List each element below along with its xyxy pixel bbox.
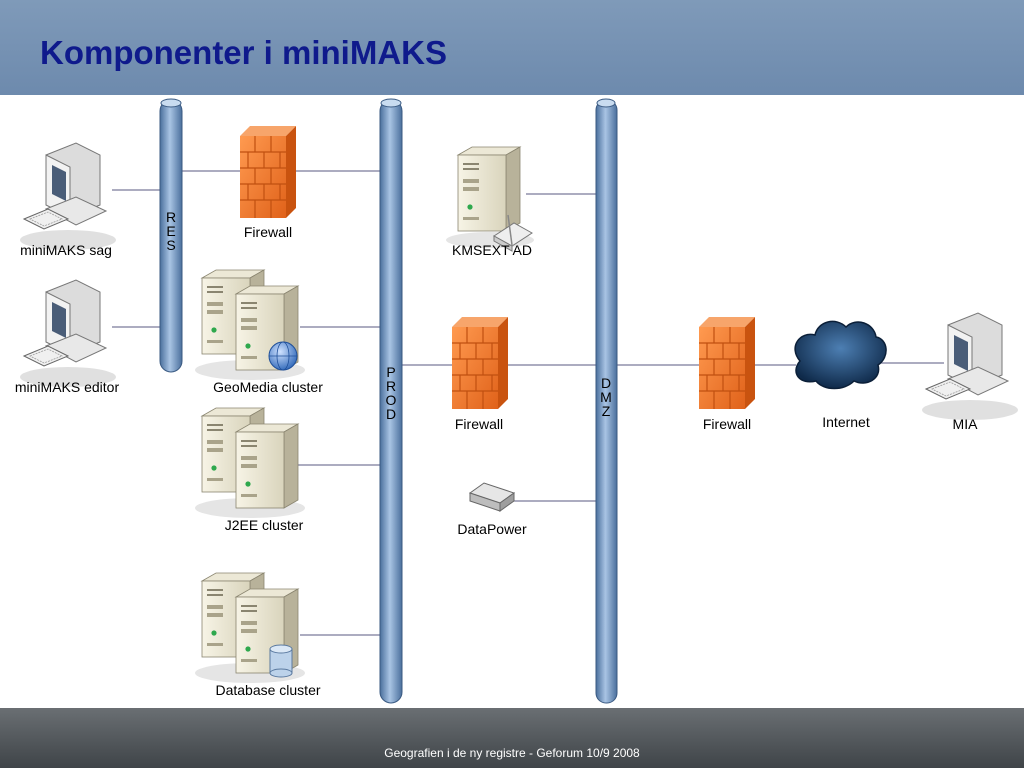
firewall-icon xyxy=(698,316,756,410)
bus-label-res: R E S xyxy=(165,209,177,253)
computer-icon xyxy=(921,312,1019,421)
label-firewall-dmz: Firewall xyxy=(702,416,752,432)
firewall-icon xyxy=(451,316,509,410)
cloud-icon xyxy=(794,320,887,390)
network-diagram xyxy=(19,98,1019,704)
footer-text: Geografien i de ny registre - Geforum 10… xyxy=(384,746,640,760)
bus-label-prod: P R O D xyxy=(385,364,397,422)
label-internet: Internet xyxy=(822,414,870,430)
computer-icon xyxy=(19,142,117,251)
label-j2ee-cluster: J2EE cluster xyxy=(224,517,304,533)
firewall-icon xyxy=(239,125,297,219)
label-firewall-res: Firewall xyxy=(243,224,293,240)
bus-dmz xyxy=(595,98,618,704)
label-firewall-prod: Firewall xyxy=(454,416,504,432)
connector-lines xyxy=(112,170,944,636)
slide-footer: Geografien i de ny registre - Geforum 10… xyxy=(0,708,1024,768)
label-minimaks-editor: miniMAKS editor xyxy=(14,379,120,395)
network-device-icon xyxy=(468,482,516,512)
bus-res xyxy=(159,98,183,373)
server-cluster-icon xyxy=(195,408,305,518)
slide-title: Komponenter i miniMAKS xyxy=(40,34,448,71)
server-icon xyxy=(446,146,534,252)
server-cluster-icon xyxy=(195,270,305,380)
database-cluster-icon xyxy=(195,573,305,683)
label-minimaks-sag: miniMAKS sag xyxy=(20,242,112,258)
bus-prod xyxy=(379,98,403,704)
label-geomedia-cluster: GeoMedia cluster xyxy=(213,379,323,395)
computer-icon xyxy=(19,279,117,388)
slide-header xyxy=(0,0,1024,95)
label-datapower: DataPower xyxy=(457,521,527,537)
bus-label-dmz: D M Z xyxy=(600,375,612,419)
label-mia: MIA xyxy=(952,416,978,432)
label-database-cluster: Database cluster xyxy=(215,682,321,698)
label-kmsext-ad: KMSEXT AD xyxy=(452,242,532,258)
